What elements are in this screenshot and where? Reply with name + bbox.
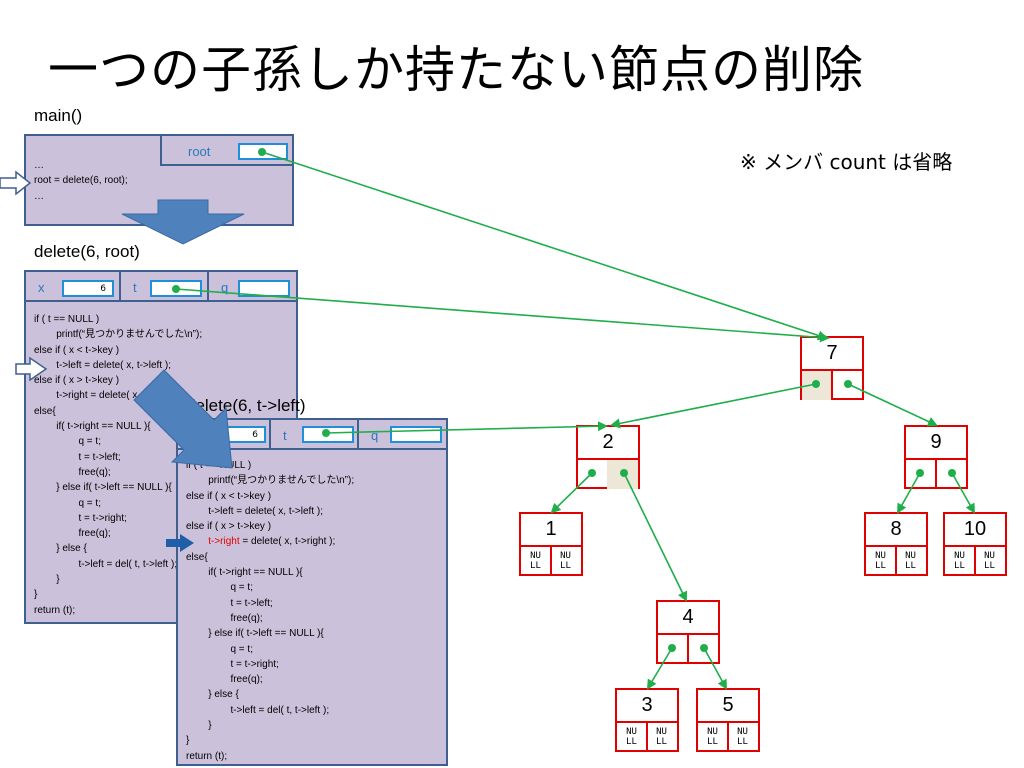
tree-node-1: 1 NU LL NU LL (519, 512, 583, 576)
pointer-dot (948, 469, 956, 477)
pointer-dot (322, 429, 330, 437)
edge-7-2 (610, 383, 817, 429)
current-line-marker-frame1 (15, 356, 48, 382)
tree-node-9: 9 (904, 425, 968, 489)
node-key: 4 (658, 602, 718, 635)
tree-node-10: 10 NU LL NU LL (943, 512, 1007, 576)
node-left-pointer (906, 460, 937, 489)
null-pointer: NU LL (737, 727, 748, 747)
null-pointer: NU LL (560, 551, 571, 571)
frame1-code: if ( t == NULL ) printf(“見つかりませんでした\n”);… (34, 314, 203, 616)
edge-4-5 (703, 647, 727, 690)
frame1-t-label: t (133, 280, 137, 295)
pointer-t2-to-2 (325, 421, 608, 434)
tree-node-4: 4 (656, 600, 720, 664)
frame1-q-label: q (221, 280, 229, 295)
root-var-label: root (188, 144, 211, 159)
node-key: 9 (906, 427, 966, 460)
main-frame-label: main() (34, 106, 83, 125)
edge-7-9 (847, 383, 938, 427)
null-pointer: NU LL (521, 547, 552, 576)
pointer-dot (916, 469, 924, 477)
edge-4-3 (646, 647, 673, 690)
edge-2-4 (623, 472, 687, 602)
current-line-marker-frame2 (166, 534, 194, 552)
pointer-dot (700, 644, 708, 652)
frame2 (176, 418, 448, 766)
null-pointer: NU LL (866, 547, 897, 576)
null-pointer: NU LL (656, 727, 667, 747)
main-code: … root = delete(6, root); … (34, 160, 128, 202)
node-left-pointer (658, 635, 689, 664)
frame1-x-box: 6 (62, 280, 114, 297)
call-arrow-down (121, 199, 245, 245)
pointer-root-to-7 (261, 151, 828, 341)
pointer-dot (844, 380, 852, 388)
frame1-x-label: x (38, 280, 45, 295)
node-key: 1 (521, 514, 581, 547)
null-pointer: NU LL (945, 547, 976, 576)
null-pointer: NU LL (617, 723, 648, 752)
node-key: 8 (866, 514, 926, 547)
node-key: 3 (617, 690, 677, 723)
pointer-dot (620, 469, 628, 477)
pointer-t1-to-7 (175, 288, 830, 343)
tree-node-7: 7 (800, 336, 864, 400)
pointer-dot (812, 380, 820, 388)
pointer-dot (258, 148, 266, 156)
frame2-q-label: q (371, 428, 379, 443)
tree-node-5: 5 NU LL NU LL (696, 688, 760, 752)
edge-9-8 (897, 472, 921, 514)
frame1-label: delete(6, root) (34, 242, 140, 261)
note-text: ※ メンバ count は省略 (740, 150, 953, 174)
call-arrow-diagonal (133, 369, 233, 469)
frame2-code-b: = delete( x, t->right ); else{ if( t->ri… (186, 536, 336, 762)
null-pointer: NU LL (984, 551, 995, 571)
edge-9-10 (951, 472, 975, 514)
pointer-dot (588, 469, 596, 477)
null-pointer: NU LL (698, 723, 729, 752)
frame2-label: delete(6, t->left) (186, 396, 306, 415)
frame2-code-a: if ( t == NULL ) printf(“見つかりませんでした\n”);… (186, 460, 355, 533)
current-line-marker-main (0, 170, 32, 196)
null-pointer: NU LL (905, 551, 916, 571)
node-key: 10 (945, 514, 1005, 547)
tree-node-8: 8 NU LL NU LL (864, 512, 928, 576)
main-root-cell: root (160, 134, 294, 166)
page-title: 一つの子孫しか持たない節点の削除 (48, 41, 864, 99)
edge-2-1 (550, 472, 593, 514)
node-key: 7 (802, 338, 862, 371)
frame2-t-label: t (283, 428, 287, 443)
frame2-q-cell: q (357, 418, 448, 450)
node-key: 2 (578, 427, 638, 460)
pointer-dot (668, 644, 676, 652)
frame2-code-highlight: t->right (208, 536, 240, 548)
pointer-dot (172, 285, 180, 293)
frame2-code: if ( t == NULL ) printf(“見つかりませんでした\n”);… (186, 458, 354, 764)
tree-node-2: 2 (576, 425, 640, 489)
node-key: 5 (698, 690, 758, 723)
